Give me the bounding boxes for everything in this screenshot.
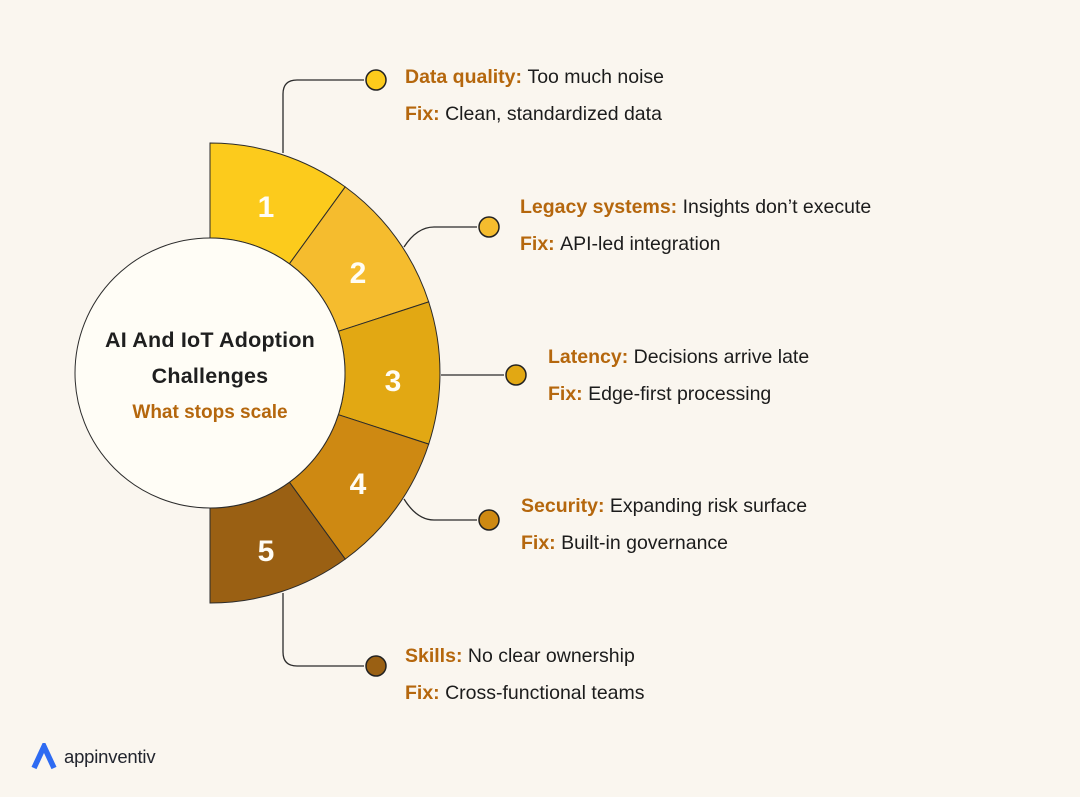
annotation-challenge-line: Data quality: Too much noise <box>405 59 664 96</box>
annotation-fix-line: Fix: Built-in governance <box>521 525 807 562</box>
connector-line-2 <box>403 226 477 248</box>
chart-subtitle: What stops scale <box>132 402 288 423</box>
annotation-challenge-line: Skills: No clear ownership <box>405 638 645 675</box>
challenge-text: No clear ownership <box>467 645 635 667</box>
challenge-label: Data quality: <box>405 66 523 88</box>
challenge-label: Skills: <box>405 645 463 667</box>
connector-line-1 <box>282 79 364 153</box>
fix-label: Fix: <box>548 383 583 405</box>
annotation-fix-line: Fix: Cross-functional teams <box>405 675 645 712</box>
connector-line-5 <box>282 593 364 667</box>
fix-text: Clean, standardized data <box>445 103 662 125</box>
challenge-label: Legacy systems: <box>520 196 678 218</box>
appinventiv-logo-text: appinventiv <box>64 746 156 767</box>
fix-text: API-led integration <box>560 233 721 255</box>
segment-number-2: 2 <box>350 257 367 290</box>
fix-text: Cross-functional teams <box>445 682 645 704</box>
segment-number-5: 5 <box>258 535 275 568</box>
brand-logo: appinventiv <box>30 743 156 771</box>
annotation-security: Security: Expanding risk surface Fix: Bu… <box>521 488 807 562</box>
challenge-text: Expanding risk surface <box>609 495 808 517</box>
segment-number-4: 4 <box>350 468 367 501</box>
connector-line-4 <box>403 498 477 521</box>
appinventiv-logo-icon <box>31 743 57 770</box>
fix-text: Edge-first processing <box>588 383 772 405</box>
connector-dot-1 <box>365 69 387 91</box>
connector-dot-2 <box>478 216 500 238</box>
challenge-text: Decisions arrive late <box>633 346 810 368</box>
center-circle <box>74 237 346 509</box>
fix-label: Fix: <box>405 682 440 704</box>
fix-label: Fix: <box>520 233 555 255</box>
annotation-challenge-line: Legacy systems: Insights don’t execute <box>520 189 871 226</box>
challenge-text: Insights don’t execute <box>682 196 872 218</box>
fix-label: Fix: <box>521 532 556 554</box>
segment-number-1: 1 <box>258 191 275 224</box>
challenge-label: Latency: <box>548 346 629 368</box>
chart-title: AI And IoT Adoption Challenges <box>60 322 360 394</box>
annotation-skills: Skills: No clear ownership Fix: Cross-fu… <box>405 638 645 712</box>
annotation-fix-line: Fix: API-led integration <box>520 226 871 263</box>
fix-text: Built-in governance <box>561 532 729 554</box>
annotation-latency: Latency: Decisions arrive late Fix: Edge… <box>548 339 809 413</box>
chart-title-line1: AI And IoT Adoption <box>105 328 315 352</box>
connector-dot-3 <box>505 364 527 386</box>
challenge-text: Too much noise <box>527 66 665 88</box>
annotation-challenge-line: Security: Expanding risk surface <box>521 488 807 525</box>
fix-label: Fix: <box>405 103 440 125</box>
connector-dot-4 <box>478 509 500 531</box>
center-text-block: AI And IoT Adoption Challenges What stop… <box>60 322 360 428</box>
annotation-data-quality: Data quality: Too much noise Fix: Clean,… <box>405 59 664 133</box>
annotation-legacy-systems: Legacy systems: Insights don’t execute F… <box>520 189 871 263</box>
challenge-label: Security: <box>521 495 605 517</box>
annotation-fix-line: Fix: Clean, standardized data <box>405 96 664 133</box>
segment-number-3: 3 <box>385 365 402 398</box>
annotation-fix-line: Fix: Edge-first processing <box>548 376 809 413</box>
chart-title-line2: Challenges <box>151 364 269 388</box>
annotation-challenge-line: Latency: Decisions arrive late <box>548 339 809 376</box>
connector-dot-5 <box>365 655 387 677</box>
